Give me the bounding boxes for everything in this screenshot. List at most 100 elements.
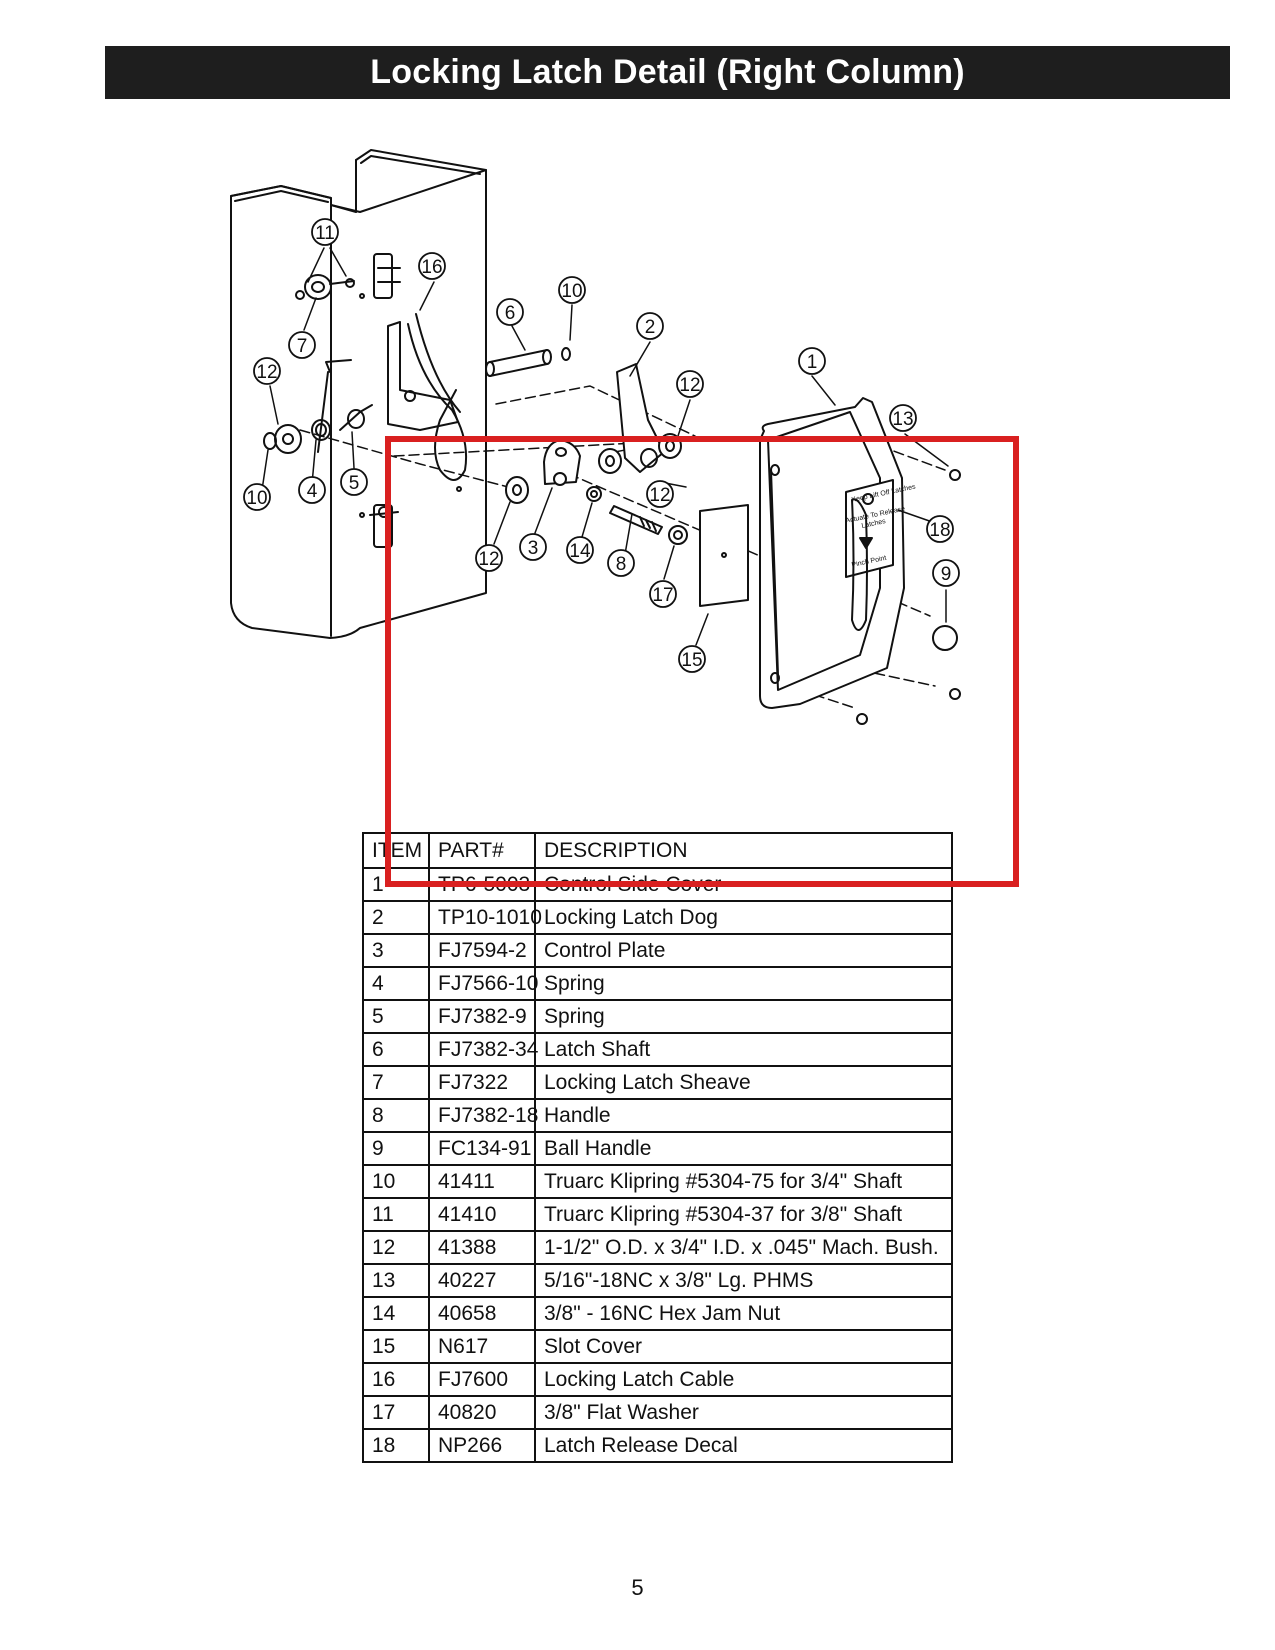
- description-cell: Slot Cover: [534, 1329, 953, 1364]
- ball-handle: [932, 625, 958, 651]
- callout-circle: [649, 580, 677, 608]
- callout-number: 1: [807, 352, 818, 373]
- callout-bubble: 12: [646, 480, 674, 508]
- part-number-cell: FJ7566-10: [428, 966, 538, 1001]
- item-cell: 12: [362, 1230, 430, 1265]
- part-number-cell: FJ7382-18: [428, 1098, 538, 1133]
- control-side-cover: [759, 397, 905, 709]
- callout-number: 12: [256, 362, 277, 383]
- callout-bubble: 11: [311, 218, 339, 246]
- callout-bubble: 6: [496, 298, 524, 326]
- callout-number: 17: [652, 585, 673, 606]
- callout-circle: [676, 370, 704, 398]
- callout-number: 6: [505, 303, 516, 324]
- spring-assembly: [263, 359, 373, 454]
- callout-number: 10: [561, 281, 582, 302]
- latch-dog-bracket: [387, 313, 468, 481]
- part-number-cell: 40227: [428, 1263, 536, 1298]
- part-number-cell: FJ7382-9: [428, 999, 536, 1034]
- header-part: PART#: [428, 832, 536, 869]
- callout-bubble: 13: [889, 404, 917, 432]
- callout-circle: [798, 347, 826, 375]
- description-cell: Truarc Klipring #5304-75 for 3/4" Shaft: [534, 1164, 953, 1199]
- callout-number: 11: [315, 223, 335, 244]
- callout-number: 15: [681, 650, 702, 671]
- item-cell: 18: [362, 1428, 430, 1463]
- callout-circle: [288, 331, 316, 359]
- description-cell: Spring: [534, 999, 953, 1034]
- callout-bubble: 15: [678, 645, 706, 673]
- description-cell: 1-1/2" O.D. x 3/4" I.D. x .045" Mach. Bu…: [534, 1230, 953, 1265]
- latch-shaft: [485, 347, 571, 377]
- flat-washer: [668, 525, 688, 545]
- part-number-cell: FJ7594-2: [428, 933, 536, 968]
- callout-number: 4: [307, 481, 318, 502]
- callout-number: 7: [297, 336, 308, 357]
- callout-circle: [926, 515, 954, 543]
- table-header-row: ITEM PART# DESCRIPTION: [362, 832, 953, 869]
- callout-circle: [566, 536, 594, 564]
- item-cell: 5: [362, 999, 430, 1034]
- page-title-bar: Locking Latch Detail (Right Column): [105, 46, 1230, 99]
- callout-bubble: 12: [253, 357, 281, 385]
- description-cell: 3/8" - 16NC Hex Jam Nut: [534, 1296, 953, 1331]
- description-cell: Latch Shaft: [534, 1032, 953, 1067]
- callout-circle: [243, 483, 271, 511]
- item-cell: 16: [362, 1362, 430, 1397]
- part-number-cell: 40658: [428, 1296, 536, 1331]
- description-cell: Truarc Klipring #5304-37 for 3/8" Shaft: [534, 1197, 953, 1232]
- description-cell: Control Plate: [534, 933, 953, 968]
- part-number-cell: NP266: [428, 1428, 536, 1463]
- item-cell: 13: [362, 1263, 430, 1298]
- part-number-cell: N617: [428, 1329, 536, 1364]
- item-cell: 8: [362, 1098, 430, 1133]
- callout-circle: [646, 480, 674, 508]
- item-cell: 14: [362, 1296, 430, 1331]
- callout-circle: [558, 276, 586, 304]
- item-cell: 9: [362, 1131, 430, 1166]
- description-cell: Locking Latch Cable: [534, 1362, 953, 1397]
- callout-number: 5: [349, 473, 360, 494]
- part-number-cell: FJ7322: [428, 1065, 536, 1100]
- description-cell: Handle: [534, 1098, 953, 1133]
- description-cell: 5/16"-18NC x 3/8" Lg. PHMS: [534, 1263, 953, 1298]
- callout-number: 13: [892, 409, 913, 430]
- slot-cover: [699, 504, 749, 607]
- callout-number: 2: [645, 317, 656, 338]
- part-number-cell: TP6-5003: [428, 867, 536, 902]
- part-number-cell: 41411: [428, 1164, 536, 1199]
- callout-circle: [340, 468, 368, 496]
- callout-bubble: 17: [649, 580, 677, 608]
- callout-number: 12: [478, 549, 499, 570]
- callout-number: 12: [679, 375, 700, 396]
- callout-bubble: 1: [798, 347, 826, 375]
- sheave-assembly: [295, 274, 355, 300]
- callout-bubble: 4: [298, 476, 326, 504]
- callout-bubble: 12: [475, 544, 503, 572]
- callout-number: 8: [616, 554, 627, 575]
- callout-number: 9: [941, 564, 952, 585]
- item-cell: 3: [362, 933, 430, 968]
- cover-screws: [856, 469, 961, 725]
- description-cell: 3/8" Flat Washer: [534, 1395, 953, 1430]
- handle-rod: [609, 505, 663, 535]
- page-title: Locking Latch Detail (Right Column): [370, 53, 965, 91]
- callout-bubble: 10: [243, 483, 271, 511]
- description-cell: Ball Handle: [534, 1131, 953, 1166]
- item-cell: 11: [362, 1197, 430, 1232]
- callout-bubble: 3: [519, 533, 547, 561]
- callout-bubble: 16: [418, 252, 446, 280]
- callout-number: 10: [246, 488, 267, 509]
- item-cell: 4: [362, 966, 430, 1001]
- callout-circle: [932, 559, 960, 587]
- callout-circle: [519, 533, 547, 561]
